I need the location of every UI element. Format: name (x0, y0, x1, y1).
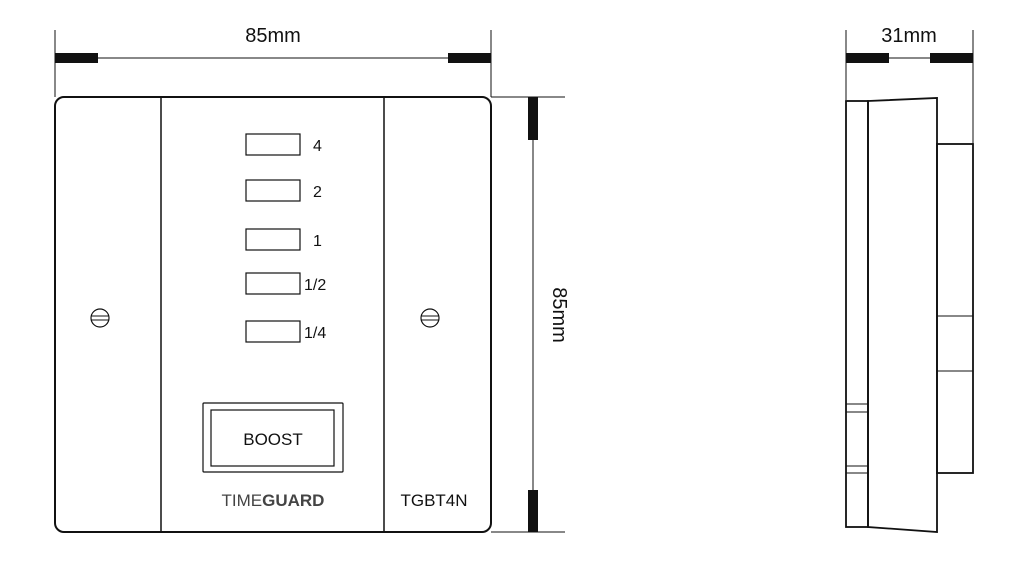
width-dimension: 85mm (54, 25, 492, 97)
model-label: TGBT4N (400, 491, 467, 510)
housing-side (867, 97, 938, 533)
screw-right-icon (420, 308, 440, 328)
side-view: 31mm (845, 25, 974, 533)
faceplate-outline (54, 96, 492, 533)
screw-left-icon (90, 308, 110, 328)
indicator-2: 2 (245, 179, 322, 202)
depth-dimension: 31mm (845, 25, 974, 144)
depth-dimension-label: 31mm (881, 25, 937, 47)
indicator-label: 1/4 (304, 325, 326, 342)
indicator-1: 1 (245, 228, 322, 251)
indicator-label: 2 (313, 184, 322, 201)
height-dimension-label: 85mm (548, 287, 570, 343)
backbox-side (936, 143, 974, 474)
brand-logo: TIMEGUARD (222, 491, 325, 510)
boost-button[interactable]: BOOST (202, 402, 344, 473)
indicator-quarter: 1/4 (245, 320, 326, 343)
indicator-label: 1 (313, 233, 322, 250)
boost-button-label: BOOST (243, 430, 303, 449)
faceplate-side (845, 100, 869, 528)
front-view: 85mm 85mm 4 (54, 25, 570, 533)
indicator-label: 4 (313, 138, 322, 155)
indicator-half: 1/2 (245, 272, 326, 295)
indicator-label: 1/2 (304, 277, 326, 294)
height-dimension: 85mm (491, 96, 570, 533)
indicator-4: 4 (245, 133, 322, 156)
width-dimension-label: 85mm (245, 25, 301, 47)
